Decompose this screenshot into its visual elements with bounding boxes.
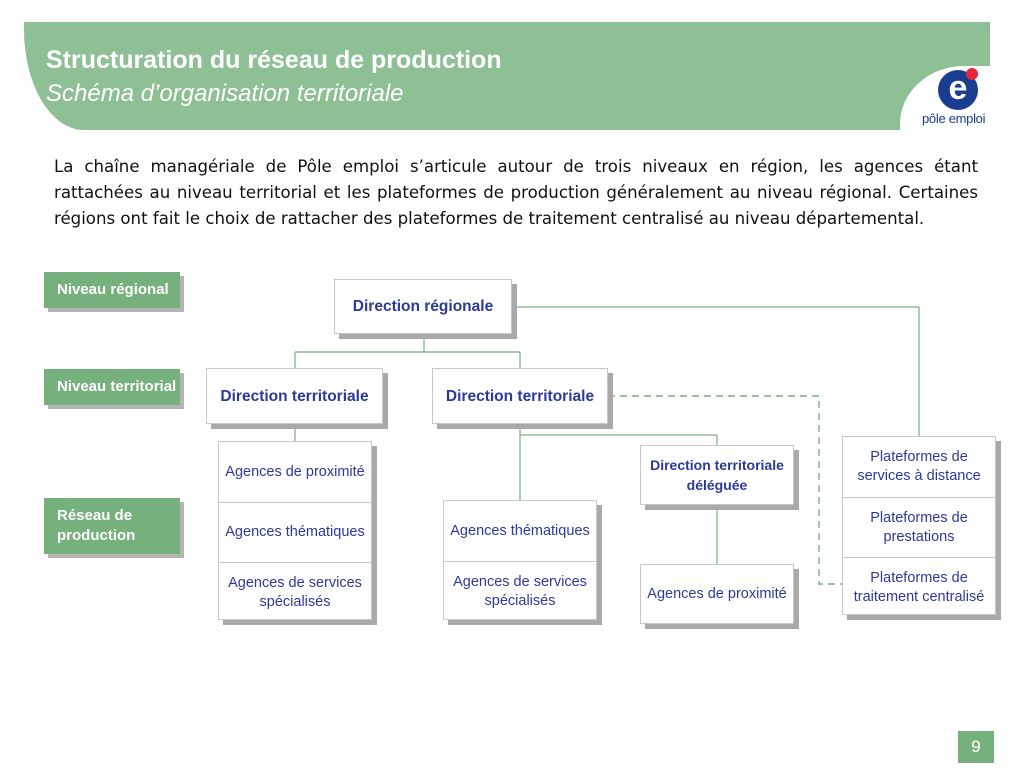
- page-subtitle: Schéma d’organisation territoriale: [46, 80, 404, 107]
- page-title: Structuration du réseau de production: [46, 46, 502, 74]
- box-direction-territoriale-deleguee: Direction territoriale déléguée: [640, 445, 794, 505]
- plateforme-prestations: Plateformes de prestations: [843, 497, 995, 557]
- box-agences-proximite-dtd: Agences de proximité: [640, 564, 794, 624]
- plateforme-traitement-centralise: Plateformes de traitement centralisé: [843, 557, 995, 617]
- logo-wordmark: pôle emploi: [922, 111, 986, 126]
- connector-dashed-traitement: [608, 395, 843, 585]
- intro-paragraph: La chaîne managériale de Pôle emploi s’a…: [54, 157, 978, 228]
- logo-dot-icon: [966, 68, 978, 80]
- agence-thematique-left: Agences thématiques: [219, 502, 371, 562]
- agence-proximite-left: Agences de proximité: [225, 463, 365, 480]
- agence-thematique-middle: Agences thématiques: [450, 522, 590, 539]
- box-direction-regionale: Direction régionale: [334, 279, 512, 334]
- pole-emploi-logo-icon: e: [938, 70, 978, 110]
- agence-services-specialises-middle: Agences de services spécialisés: [444, 561, 596, 621]
- box-direction-territoriale-right: Direction territoriale: [432, 368, 608, 424]
- level-territorial: Niveau territorial: [44, 369, 180, 405]
- stack-plateformes: Plateformes de services à distance Plate…: [842, 436, 996, 615]
- stack-agences-middle: Agences thématiques Agences de services …: [443, 500, 597, 620]
- header-banner: [24, 22, 990, 130]
- plateforme-services-distance: Plateformes de services à distance: [857, 449, 981, 484]
- level-production: Réseau de production: [44, 498, 180, 554]
- page-number: 9: [958, 731, 994, 763]
- box-direction-territoriale-left: Direction territoriale: [206, 368, 383, 424]
- level-regional: Niveau régional: [44, 272, 180, 308]
- agence-services-specialises-left: Agences de services spécialisés: [219, 562, 371, 622]
- stack-agences-left: Agences de proximité Agences thématiques…: [218, 441, 372, 620]
